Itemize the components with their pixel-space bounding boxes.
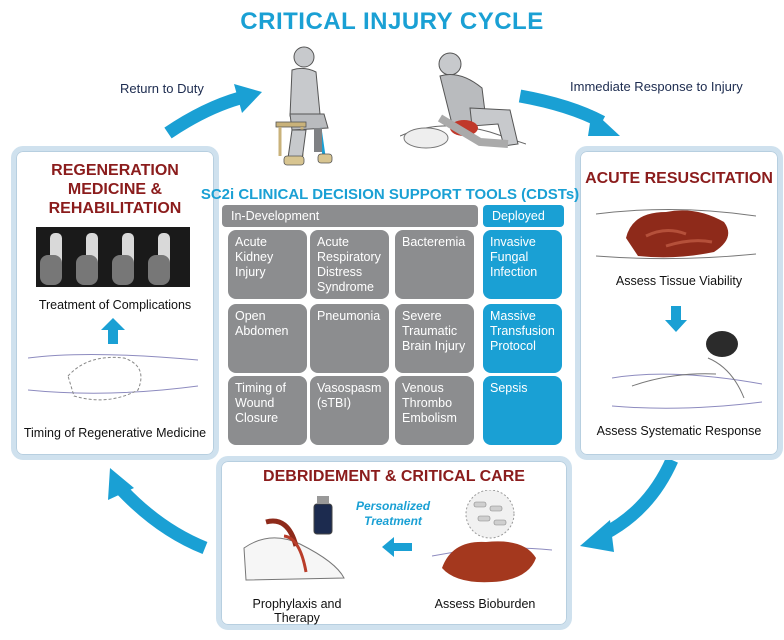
timing-regenerative-caption: Timing of Regenerative Medicine: [23, 426, 207, 440]
cdst-item-line: Kidney: [235, 250, 274, 264]
arrow-to-regeneration-head: [108, 468, 134, 500]
cdst-item-line: Wound: [235, 396, 275, 410]
down-arrow-icon: [665, 306, 687, 332]
bioburden-illustration: [432, 490, 552, 583]
cdst-in-development-item: Bacteremia: [395, 230, 474, 299]
regeneration-title-line: REHABILITATION: [48, 200, 182, 217]
up-arrow-icon: [101, 318, 125, 344]
arrow-immediate-response-head: [588, 110, 620, 136]
cdst-item-line: Invasive: [490, 235, 536, 249]
assess-bioburden-caption: Assess Bioburden: [434, 597, 536, 611]
cdst-in-development-item: Pneumonia: [310, 304, 389, 373]
treatment-of-complications-caption: Treatment of Complications: [38, 298, 192, 312]
page-title: CRITICAL INJURY CYCLE: [240, 8, 544, 35]
cdst-in-development-item: Vasospasm(sTBI): [310, 376, 389, 445]
cdst-item-line: Bacteremia: [402, 235, 466, 249]
cdst-item-line: Brain Injury: [402, 339, 466, 353]
cdst-item-line: Respiratory: [317, 250, 381, 264]
cdst-title: SC2i CLINICAL DECISION SUPPORT TOOLS (CD…: [200, 186, 580, 203]
cdst-item-line: Protocol: [490, 339, 536, 353]
immediate-response-label: Immediate Response to Injury: [570, 79, 743, 94]
arrow-return-to-duty: [164, 91, 242, 139]
cdst-item-line: Pneumonia: [317, 309, 381, 323]
cdst-item-line: Distress: [317, 265, 363, 279]
xray-images: [36, 227, 190, 287]
personalized-treatment-label: Personalized Treatment: [356, 499, 430, 529]
assess-tissue-viability-caption: Assess Tissue Viability: [615, 274, 743, 288]
cdst-item-line: Massive: [490, 309, 536, 323]
cdst-item-line: Acute: [317, 235, 349, 249]
regeneration-title: REGENERATION MEDICINE & REHABILITATION: [16, 161, 214, 218]
cdst-item-line: Injury: [235, 265, 266, 279]
soldier-prosthesis-illustration: [275, 46, 333, 166]
tissue-illustration: [596, 208, 756, 260]
cdst-item-line: Transfusion: [490, 324, 555, 338]
cdst-item-line: Acute: [235, 235, 267, 249]
cdst-item-line: Timing of: [235, 381, 286, 395]
cdst-deployed-item: Sepsis: [483, 376, 562, 445]
debridement-title: DEBRIDEMENT & CRITICAL CARE: [263, 468, 525, 485]
cdst-item-line: Fungal: [490, 250, 529, 264]
cdst-item-line: Thrombo: [402, 396, 453, 410]
regeneration-panel: [11, 146, 219, 460]
cdst-item-line: Sepsis: [490, 381, 528, 395]
medic-treating-injury-illustration: [400, 52, 526, 149]
deployed-header: Deployed: [483, 205, 564, 227]
cdst-item-line: Severe: [402, 309, 442, 323]
in-development-header: In-Development: [222, 205, 478, 227]
prophylaxis-caption: Prophylaxis and Therapy: [252, 597, 342, 625]
return-to-duty-label: Return to Duty: [120, 81, 204, 96]
cdst-item-line: Traumatic: [402, 324, 458, 338]
arrow-to-regeneration: [117, 485, 208, 555]
arrow-to-debridement: [600, 457, 678, 540]
personalized-treatment-line: Treatment: [364, 514, 422, 528]
regeneration-title-line: MEDICINE &: [67, 181, 163, 198]
cdst-item-line: (sTBI): [317, 396, 352, 410]
personalized-treatment-line: Personalized: [356, 499, 431, 513]
cdst-item-line: Embolism: [402, 411, 457, 425]
arrow-to-debridement-head: [580, 520, 614, 552]
regeneration-title-line: REGENERATION: [51, 162, 179, 179]
assess-systematic-response-caption: Assess Systematic Response: [596, 424, 762, 438]
cdst-item-line: Syndrome: [317, 280, 374, 294]
prophylaxis-illustration: [243, 496, 345, 581]
patient-illustration: [612, 331, 762, 409]
cdst-item-line: Open: [235, 309, 266, 323]
limb-outline-illustration: [28, 353, 198, 401]
arrow-immediate-response: [518, 89, 606, 128]
arrow-return-to-duty-head: [234, 84, 262, 113]
cdst-item-line: Abdomen: [235, 324, 289, 338]
cdst-item-line: Infection: [490, 265, 538, 279]
left-arrow-icon: [382, 537, 412, 557]
cdst-item-line: Venous: [402, 381, 444, 395]
cdst-item-line: Vasospasm: [317, 381, 382, 395]
acute-resuscitation-title: ACUTE RESUSCITATION: [585, 170, 773, 187]
cdst-item-line: Closure: [235, 411, 279, 425]
